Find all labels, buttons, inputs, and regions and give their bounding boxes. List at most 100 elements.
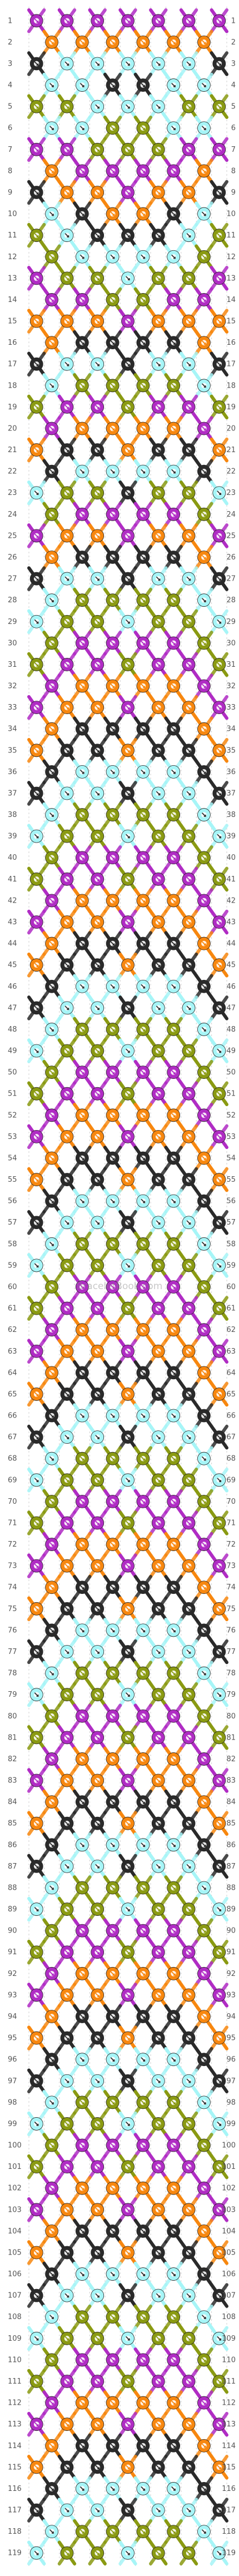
knot-arrow-icon xyxy=(202,1456,206,1461)
knot-arrow-icon xyxy=(95,1349,100,1354)
knot-arrow-icon xyxy=(95,748,100,753)
knot-arrow-icon xyxy=(49,1713,54,1718)
knot xyxy=(106,1966,120,1980)
knot xyxy=(106,894,120,908)
row-number-right: 76 xyxy=(226,1626,236,1634)
knot xyxy=(182,1602,196,1616)
knot-arrow-icon xyxy=(80,1628,84,1633)
knot xyxy=(91,1559,104,1573)
knot xyxy=(45,1409,58,1423)
knot xyxy=(75,1838,89,1852)
row-number-right: 45 xyxy=(226,961,236,969)
knot-arrow-icon xyxy=(49,1671,54,1676)
knot-arrow-icon xyxy=(156,2122,161,2126)
knot xyxy=(121,400,135,414)
knot-arrow-icon xyxy=(186,2293,191,2298)
knot-arrow-icon xyxy=(49,2229,54,2233)
knot xyxy=(29,314,43,328)
knot xyxy=(136,636,150,650)
knot-arrow-icon xyxy=(141,2272,146,2276)
row-number-left: 31 xyxy=(8,661,17,669)
knot xyxy=(106,293,120,306)
knot-arrow-icon xyxy=(80,1885,84,1890)
knot-arrow-icon xyxy=(141,1327,146,1332)
knot xyxy=(121,2546,135,2560)
knot-arrow-icon xyxy=(110,340,115,345)
knot xyxy=(75,851,89,865)
knot-arrow-icon xyxy=(34,2207,39,2212)
row-number-right: 40 xyxy=(226,854,236,862)
knot xyxy=(151,100,165,113)
knot xyxy=(106,2267,120,2281)
knot-arrow-icon xyxy=(110,126,115,131)
row-number-left: 100 xyxy=(8,2142,22,2150)
knot-arrow-icon xyxy=(126,491,130,496)
knot xyxy=(212,2160,226,2174)
knot xyxy=(60,2246,74,2260)
knot-arrow-icon xyxy=(202,1885,206,1890)
knot-arrow-icon xyxy=(49,770,54,774)
knot-arrow-icon xyxy=(202,298,206,302)
knot-arrow-icon xyxy=(141,1113,146,1118)
knot xyxy=(121,2031,135,2045)
knot xyxy=(136,1280,150,1294)
knot xyxy=(60,1774,74,1787)
row-number-left: 85 xyxy=(8,1820,17,1828)
knot-arrow-icon xyxy=(186,920,191,924)
knot-arrow-icon xyxy=(34,104,39,109)
knot xyxy=(121,2331,135,2345)
knot-arrow-icon xyxy=(49,1242,54,1246)
knot-arrow-icon xyxy=(217,2250,222,2255)
knot xyxy=(29,1516,43,1530)
knot-arrow-icon xyxy=(110,2143,115,2148)
knot-arrow-icon xyxy=(156,361,161,366)
row-number-left: 103 xyxy=(8,2206,22,2214)
knot-arrow-icon xyxy=(126,1177,130,1182)
knot-arrow-icon xyxy=(64,1649,69,1654)
knot xyxy=(106,937,120,950)
knot xyxy=(75,164,89,178)
knot-layer xyxy=(29,14,226,2560)
knot xyxy=(45,2525,58,2539)
row-number-left: 1 xyxy=(8,17,12,25)
knot xyxy=(60,1688,74,1702)
row-number-right: 17 xyxy=(226,360,236,369)
knot xyxy=(75,1323,89,1337)
knot-arrow-icon xyxy=(34,662,39,667)
knot xyxy=(182,1688,196,1702)
knot-arrow-icon xyxy=(202,1542,206,1547)
knot-arrow-icon xyxy=(202,1971,206,1976)
knot-arrow-icon xyxy=(156,662,161,667)
knot xyxy=(106,1452,120,1465)
knot xyxy=(60,2503,74,2517)
knot xyxy=(212,872,226,886)
knot xyxy=(121,1344,135,1358)
knot-arrow-icon xyxy=(110,770,115,774)
knot-arrow-icon xyxy=(141,1800,146,1804)
knot xyxy=(212,1087,226,1101)
row-number-left: 89 xyxy=(8,1905,17,1914)
knot-arrow-icon xyxy=(64,576,69,581)
knot-arrow-icon xyxy=(171,1757,176,1761)
knot-arrow-icon xyxy=(80,813,84,817)
knot-arrow-icon xyxy=(171,598,176,602)
knot xyxy=(136,2224,150,2238)
knot-arrow-icon xyxy=(202,1671,206,1676)
knot xyxy=(121,443,135,457)
knot-arrow-icon xyxy=(80,340,84,345)
row-number-left: 75 xyxy=(8,1605,17,1613)
knot xyxy=(136,808,150,821)
knot xyxy=(121,872,135,886)
row-number-right: 47 xyxy=(226,1004,236,1012)
knot-arrow-icon xyxy=(141,340,146,345)
knot-arrow-icon xyxy=(202,1413,206,1418)
knot-arrow-icon xyxy=(156,104,161,109)
knot-arrow-icon xyxy=(141,1842,146,1847)
row-number-right: 91 xyxy=(226,1948,236,1956)
knot-arrow-icon xyxy=(34,491,39,496)
knot-arrow-icon xyxy=(202,40,206,44)
knot-arrow-icon xyxy=(49,1456,54,1461)
knot-arrow-icon xyxy=(95,1649,100,1654)
knot xyxy=(29,2203,43,2217)
knot-arrow-icon xyxy=(126,147,130,152)
